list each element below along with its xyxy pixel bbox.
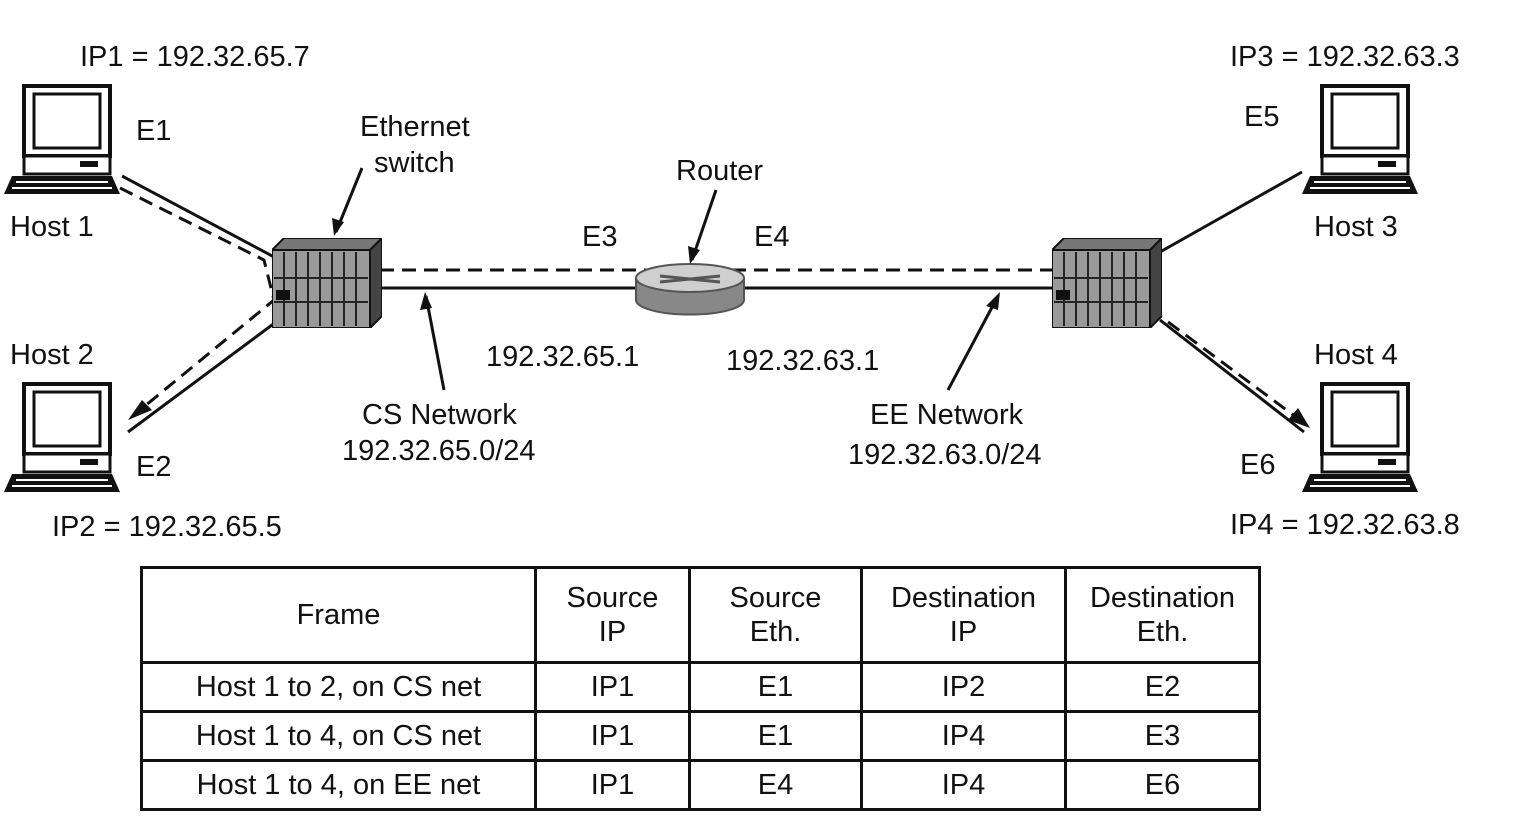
cs-network-prefix: 192.32.65.0/24 <box>342 435 536 467</box>
host3-computer-icon <box>1300 84 1420 196</box>
arrowhead-host2 <box>128 400 152 420</box>
router-icon <box>635 263 745 316</box>
host2-ip-label: IP2 = 192.32.65.5 <box>52 511 282 543</box>
cs-switch-icon <box>272 238 382 328</box>
router-label: Router <box>676 155 763 187</box>
host4-eth-label: E6 <box>1240 449 1275 481</box>
cs-network-pointer <box>424 295 446 391</box>
host1-eth-label: E1 <box>136 115 171 147</box>
host4-computer-icon <box>1300 382 1420 494</box>
host3-ip-label: IP3 = 192.32.63.3 <box>1230 41 1460 73</box>
ee-network-name: EE Network <box>870 399 1024 431</box>
host3-eth-label: E5 <box>1244 101 1279 133</box>
host4-ip-label: IP4 = 192.32.63.8 <box>1230 509 1460 541</box>
link-switch-host4 <box>1159 318 1305 434</box>
table-cell: Host 1 to 4, on EE net <box>140 759 537 811</box>
cs-network-name: CS Network <box>362 399 517 431</box>
switch-label-line1: Ethernet <box>360 111 470 143</box>
table-row: Host 1 to 2, on CS net IP1 E1 IP2 E2 <box>140 661 1261 713</box>
host2-name: Host 2 <box>10 339 94 371</box>
table-cell: Host 1 to 4, on CS net <box>140 710 537 762</box>
table-cell: E6 <box>1064 759 1261 811</box>
table-cell: IP2 <box>860 661 1067 713</box>
table-cell: E1 <box>688 661 863 713</box>
ee-network-pointer <box>946 295 1000 391</box>
router-left-ip: 192.32.65.1 <box>486 341 639 373</box>
table-cell: IP4 <box>860 759 1067 811</box>
switch-label-line2: switch <box>374 147 455 179</box>
router-left-eth: E3 <box>582 221 617 253</box>
link-host2-switch <box>127 320 277 434</box>
table-row: Host 1 to 4, on CS net IP1 E1 IP4 E3 <box>140 710 1261 762</box>
arrowhead-host4 <box>1288 408 1310 428</box>
table-cell: E1 <box>688 710 863 762</box>
host1-ip-label: IP1 = 192.32.65.7 <box>80 41 310 73</box>
table-cell: IP1 <box>534 661 691 713</box>
ee-switch-icon <box>1052 238 1162 328</box>
table-cell: E2 <box>1064 661 1261 713</box>
table-row: Host 1 to 4, on EE net IP1 E4 IP4 E6 <box>140 759 1261 811</box>
host2-eth-label: E2 <box>136 451 171 483</box>
host1-computer-icon <box>2 84 122 196</box>
header-frame: Frame <box>140 566 537 664</box>
router-right-eth: E4 <box>754 221 789 253</box>
network-diagram: IP1 = 192.32.65.7 E1 Host 1 Host 2 E2 IP… <box>2 41 1460 543</box>
router-right-ip: 192.32.63.1 <box>726 345 879 377</box>
host1-name: Host 1 <box>10 211 94 243</box>
host3-name: Host 3 <box>1314 211 1398 243</box>
router-pointer <box>690 189 718 261</box>
table-cell: IP4 <box>860 710 1067 762</box>
table-cell: Host 1 to 2, on CS net <box>140 661 537 713</box>
link-switch-host3 <box>1159 170 1303 254</box>
ee-network-prefix: 192.32.63.0/24 <box>848 439 1042 471</box>
link-host1-switch <box>121 174 277 260</box>
host4-name: Host 4 <box>1314 339 1398 371</box>
table-cell: IP1 <box>534 759 691 811</box>
table-cell: IP1 <box>534 710 691 762</box>
table-cell: E3 <box>1064 710 1261 762</box>
host2-computer-icon <box>2 382 122 494</box>
frame-path-host1-to-host2 <box>119 186 276 412</box>
table-cell: E4 <box>688 759 863 811</box>
